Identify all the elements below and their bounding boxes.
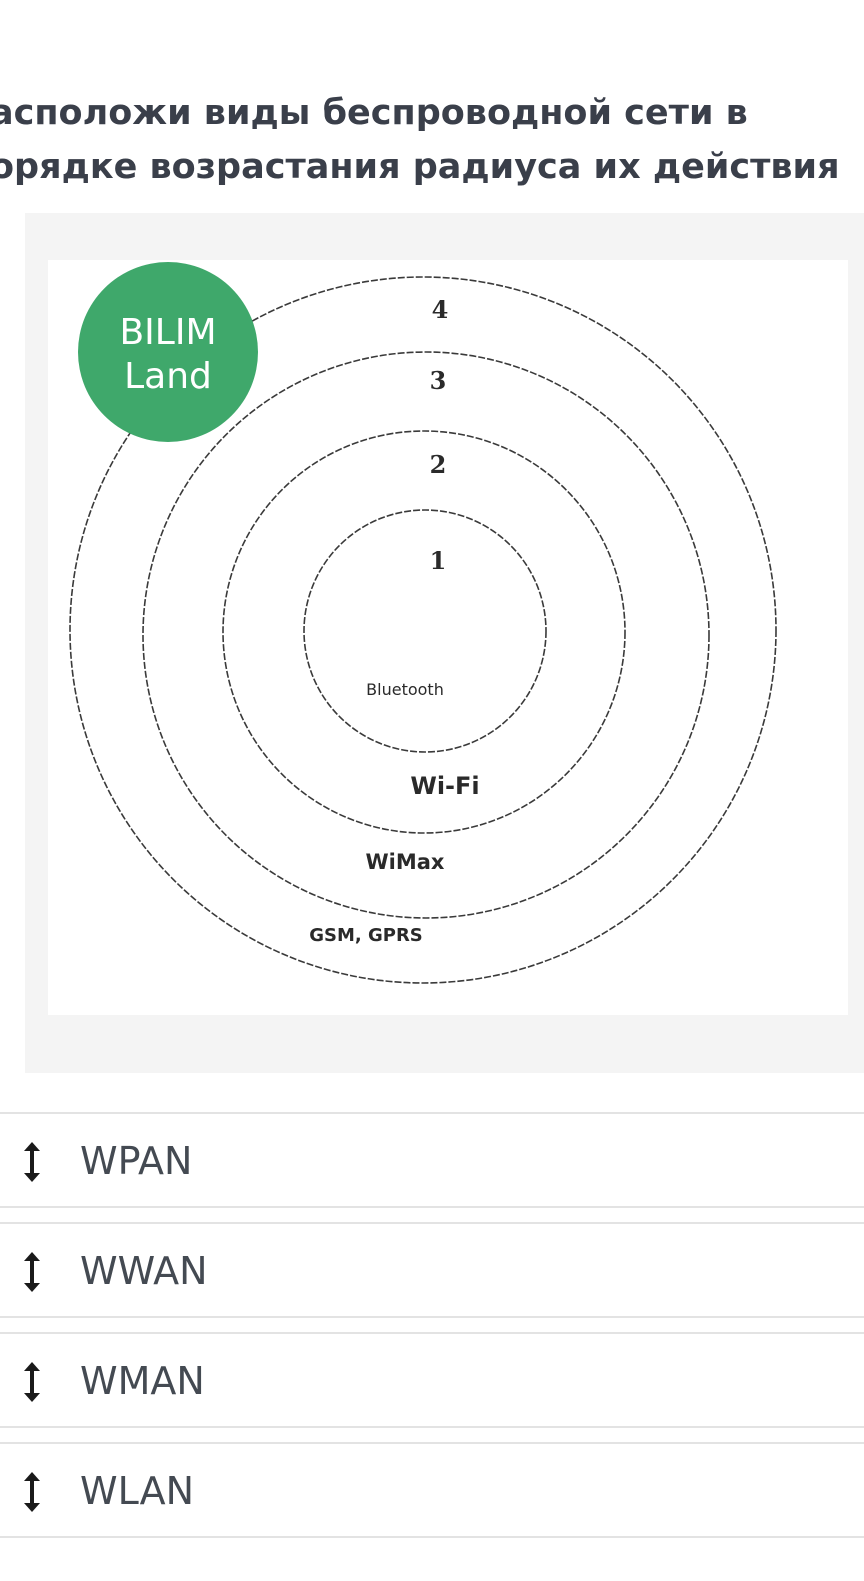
answer-option[interactable]: WLAN bbox=[0, 1442, 864, 1538]
ring-3 bbox=[142, 351, 710, 919]
ring-2 bbox=[222, 430, 626, 834]
answer-option-label: WPAN bbox=[80, 1139, 193, 1183]
answer-option[interactable]: WMAN bbox=[0, 1332, 864, 1428]
drag-handle-icon[interactable] bbox=[20, 1252, 44, 1292]
ring-number-4: 4 bbox=[432, 295, 449, 324]
logo-text-line-2: Land bbox=[124, 356, 212, 397]
ring-number-3: 3 bbox=[430, 366, 447, 395]
figure-image: 4 3 2 1 Bluetooth Wi-Fi WiMax GSM, GPRS … bbox=[48, 260, 848, 1015]
answer-option-label: WMAN bbox=[80, 1359, 205, 1403]
ring-label-bluetooth: Bluetooth bbox=[366, 680, 444, 699]
ring-number-2: 2 bbox=[430, 450, 447, 479]
question-title: асположи виды беспроводной сети в орядке… bbox=[0, 86, 864, 194]
drag-handle-icon[interactable] bbox=[20, 1362, 44, 1402]
figure-frame: 4 3 2 1 Bluetooth Wi-Fi WiMax GSM, GPRS … bbox=[25, 213, 864, 1073]
answer-option-label: WWAN bbox=[80, 1249, 208, 1293]
answer-option[interactable]: WPAN bbox=[0, 1112, 864, 1208]
concentric-range-diagram: 4 3 2 1 Bluetooth Wi-Fi WiMax GSM, GPRS … bbox=[69, 262, 777, 984]
question-title-line-2: орядке возрастания радиуса их действия bbox=[0, 147, 840, 187]
logo-circle bbox=[78, 262, 258, 442]
answer-option[interactable]: WWAN bbox=[0, 1222, 864, 1318]
ring-label-wimax: WiMax bbox=[366, 850, 445, 874]
ring-number-1: 1 bbox=[430, 546, 447, 575]
sortable-answer-list: WPAN WWAN WMAN WLAN bbox=[0, 1112, 864, 1552]
bilim-land-logo: BILIM Land bbox=[78, 262, 258, 442]
ring-label-wifi: Wi-Fi bbox=[410, 772, 479, 800]
logo-text-line-1: BILIM bbox=[119, 312, 216, 353]
ring-1 bbox=[303, 509, 547, 753]
answer-option-label: WLAN bbox=[80, 1469, 195, 1513]
question-title-line-1: асположи виды беспроводной сети в bbox=[0, 93, 748, 133]
ring-4 bbox=[69, 276, 777, 984]
drag-handle-icon[interactable] bbox=[20, 1142, 44, 1182]
ring-label-gsm-gprs: GSM, GPRS bbox=[309, 925, 423, 946]
drag-handle-icon[interactable] bbox=[20, 1472, 44, 1512]
